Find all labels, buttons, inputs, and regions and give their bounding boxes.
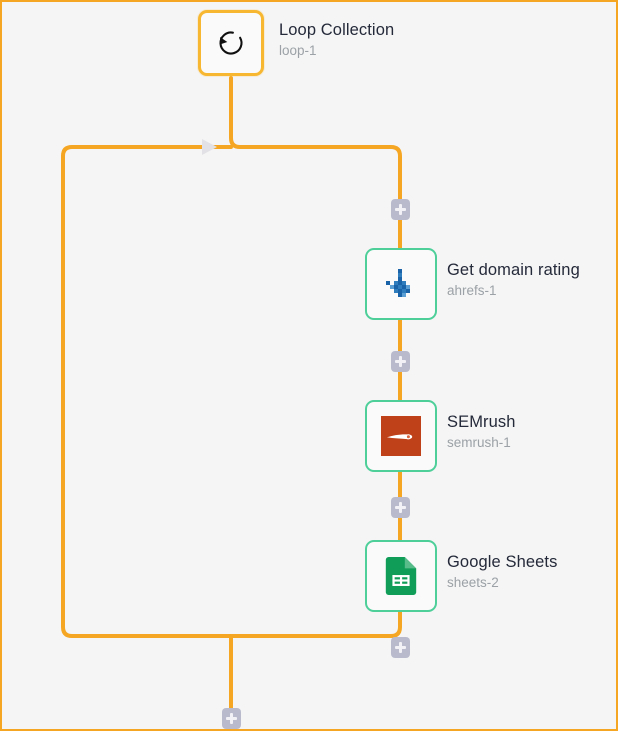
- label-loop-collection: Loop Collection loop-1: [279, 20, 394, 60]
- add-step-button-after-sheets[interactable]: [391, 637, 410, 658]
- google-sheets-icon: [385, 557, 417, 595]
- loop-arrow-icon: [219, 31, 243, 55]
- node-subtitle: ahrefs-1: [447, 283, 497, 298]
- wire-sheets-to-rail: [238, 610, 402, 638]
- add-step-button-after-semrush[interactable]: [391, 497, 410, 518]
- node-subtitle: sheets-2: [447, 575, 499, 590]
- label-semrush: SEMrush semrush-1: [447, 412, 516, 452]
- node-title: Google Sheets: [447, 553, 558, 571]
- add-step-button-after-ahrefs[interactable]: [391, 351, 410, 372]
- label-ahrefs: Get domain rating ahrefs-1: [447, 260, 580, 300]
- node-title: Loop Collection: [279, 21, 395, 39]
- node-semrush[interactable]: [365, 400, 437, 472]
- node-title: SEMrush: [447, 413, 516, 431]
- wire-loop-to-ahrefs: [229, 76, 402, 250]
- add-step-button-after-loop[interactable]: [391, 199, 410, 220]
- ahrefs-icon: [386, 269, 410, 297]
- node-subtitle: semrush-1: [447, 435, 511, 450]
- label-google-sheets: Google Sheets sheets-2: [447, 552, 557, 592]
- node-google-sheets[interactable]: [365, 540, 437, 612]
- node-subtitle: loop-1: [279, 43, 317, 58]
- node-ahrefs[interactable]: [365, 248, 437, 320]
- node-title: Get domain rating: [447, 261, 580, 279]
- arrowhead-icon: [202, 139, 217, 155]
- node-loop-collection[interactable]: [198, 10, 264, 76]
- semrush-icon: [381, 416, 421, 456]
- wire-loop-back: [61, 145, 242, 638]
- add-step-button-after-loop-exit[interactable]: [222, 708, 241, 729]
